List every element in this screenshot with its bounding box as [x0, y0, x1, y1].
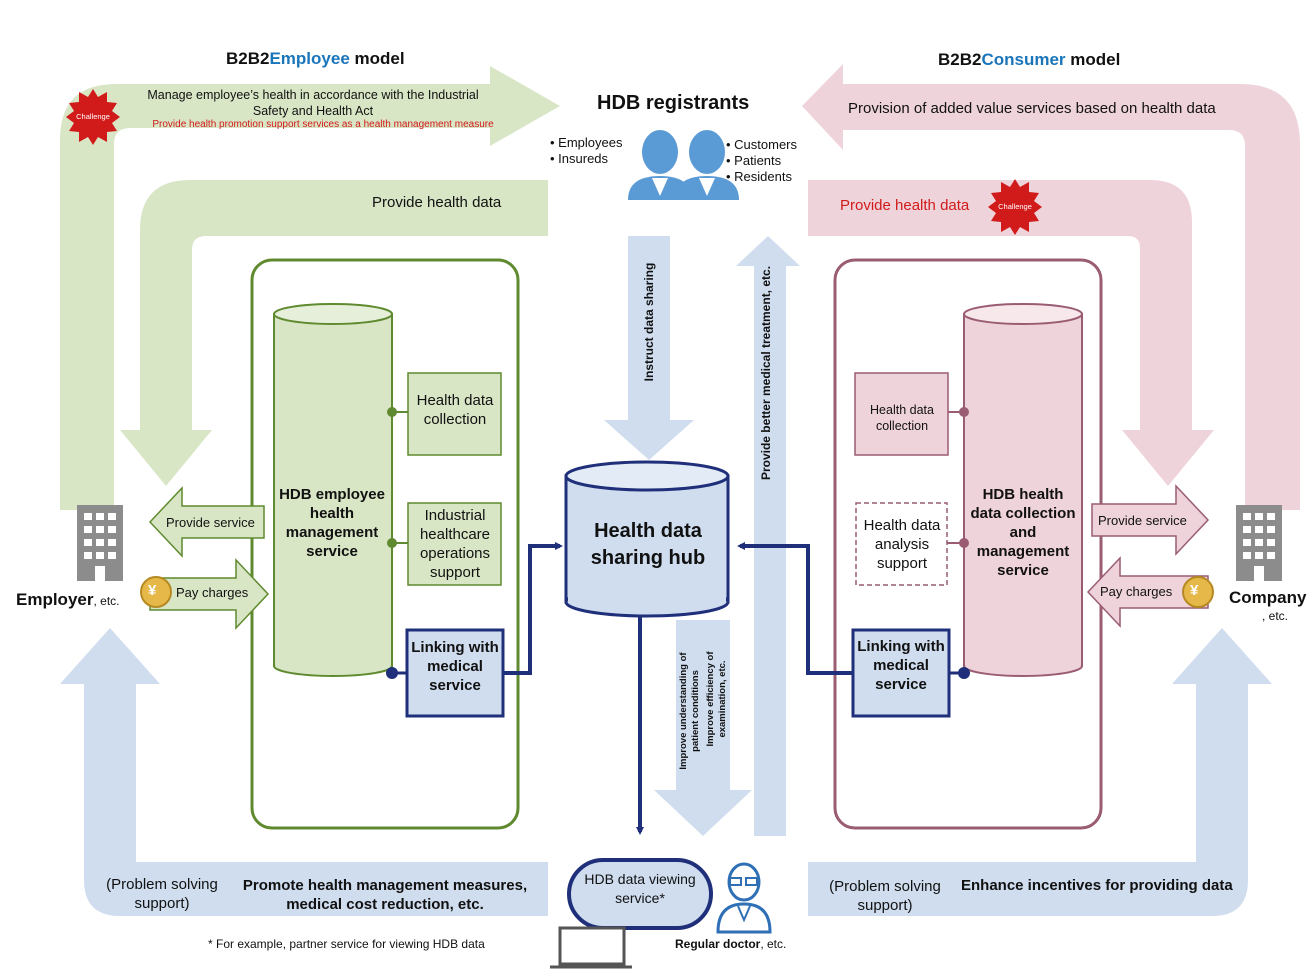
regular-doctor-label: Regular doctor, etc. — [675, 937, 787, 951]
left-pay-charges-arrow — [149, 558, 270, 630]
left-top-arrow-text: Manage employee’s health in accordance w… — [147, 88, 479, 118]
right-challenge-badge-icon — [988, 179, 1042, 235]
bottom-right-loop-arrow — [808, 628, 1272, 916]
right-pay-charges-label: Pay charges — [1100, 584, 1173, 599]
left-yen-symbol: ¥ — [148, 582, 157, 599]
provide-better-arrow — [736, 236, 800, 836]
right-yen-coin — [1182, 576, 1214, 608]
viewing-service-label: HDB data viewing service* — [584, 871, 696, 906]
right-linking-label: Linking with medical service — [857, 638, 945, 693]
left-module-2-box — [407, 502, 502, 586]
left-linking-box — [405, 628, 505, 718]
left-module-1-label: Health data collection — [416, 392, 494, 428]
instruct-arrow — [604, 236, 694, 460]
registrants-title: HDB registrants — [597, 92, 750, 114]
company-suffix: , etc. — [1262, 609, 1289, 623]
right-link-connector — [737, 542, 853, 675]
right-top-arrow-text: Provision of added value services based … — [848, 100, 1216, 117]
right-provide-service-label: Provide service — [1098, 513, 1187, 528]
doctor-icon — [716, 862, 772, 934]
company-label: Company — [1229, 588, 1307, 607]
company-building-icon — [1236, 505, 1282, 581]
right-provide-service-arrow — [1091, 484, 1210, 556]
employer-building-icon — [77, 505, 123, 581]
left-provide-health-data: Provide health data — [372, 194, 502, 211]
left-module-2-label: Industrial healthcare operations support — [419, 507, 491, 581]
left-service-title: HDB employee health management service — [279, 486, 385, 560]
right-module-1-box — [854, 372, 949, 456]
bottom-right-paren: (Problem solving support) — [829, 878, 941, 914]
right-module-2-box — [855, 502, 948, 586]
left-model-header: B2B2Employee model — [226, 49, 405, 68]
right-outer-loop-arrow — [802, 64, 1300, 510]
registrants-people-icon — [628, 130, 739, 200]
left-challenge-badge-icon — [66, 89, 120, 145]
left-link-connector — [503, 542, 563, 675]
right-cylinder — [963, 303, 1083, 677]
right-yen-symbol: ¥ — [1190, 582, 1199, 599]
instruct-label: Instruct data sharing — [642, 262, 656, 382]
footnote: * For example, partner service for viewi… — [208, 937, 485, 951]
left-provide-service-label: Provide service — [166, 515, 255, 530]
hub-cylinder — [564, 460, 730, 618]
left-yen-coin — [140, 576, 172, 608]
right-module-2-label: Health data analysis support — [863, 517, 941, 572]
left-linking-label: Linking with medical service — [411, 639, 499, 694]
provide-better-label: Provide better medical treatment, etc. — [759, 265, 773, 481]
bottom-right-bold: Enhance incentives for providing data — [961, 877, 1233, 894]
employer-label: Employer, etc. — [16, 590, 120, 609]
improve-arrow — [654, 620, 752, 836]
right-linking-box — [851, 628, 951, 718]
left-provide-service-arrow — [148, 486, 265, 558]
bottom-left-bold: Promote health management measures, medi… — [242, 877, 528, 913]
left-module-1-box — [407, 372, 502, 456]
left-inner-loop-arrow — [120, 180, 548, 486]
registrants-right-list: • Customers• Patients• Residents — [726, 137, 798, 184]
right-model-header: B2B2Consumer model — [938, 50, 1121, 69]
left-cylinder — [273, 303, 393, 677]
right-inner-loop-arrow — [808, 180, 1214, 486]
hub-label: Health data sharing hub — [590, 520, 706, 569]
right-challenge-label: Challenge — [998, 202, 1032, 211]
left-pay-charges-label: Pay charges — [176, 585, 249, 600]
bottom-left-loop-arrow — [60, 628, 548, 916]
right-service-title: HDB health data collection and managemen… — [970, 486, 1076, 579]
right-module-1-label: Health data collection — [870, 403, 934, 433]
viewing-service-pill — [567, 858, 713, 930]
monitor-icon — [550, 926, 632, 969]
right-pay-charges-arrow — [1086, 556, 1209, 628]
bottom-left-paren: (Problem solving support) — [106, 876, 218, 912]
registrants-left-list: • Employees• Insureds — [550, 135, 623, 166]
right-provide-health-data: Provide health data — [840, 197, 970, 214]
left-challenge-label: Challenge — [76, 112, 110, 121]
left-top-arrow-red-text: Provide health promotion support service… — [152, 119, 494, 130]
